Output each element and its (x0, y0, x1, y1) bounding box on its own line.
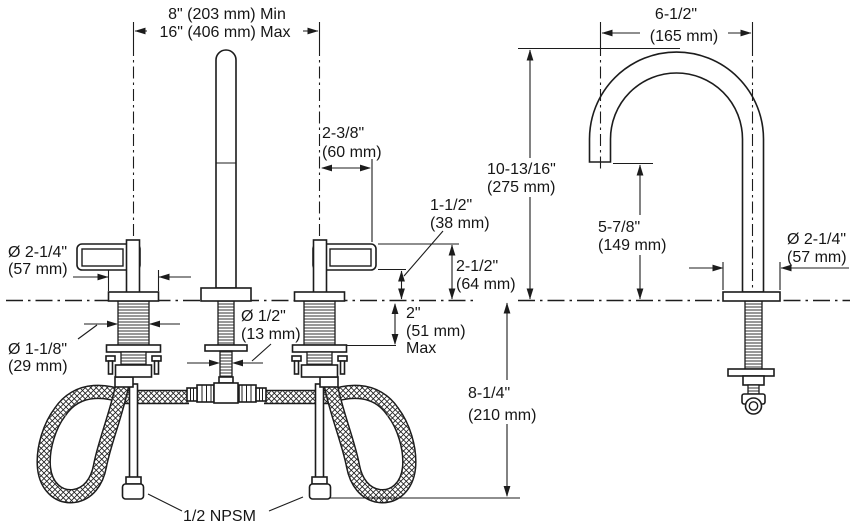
label-supply-connection: 1/2 NPSM (147, 493, 304, 523)
dim-valve-shank-dia-in: Ø 1-1/8" (8, 341, 67, 358)
front-spout (200, 49, 252, 302)
spout-shank-and-tee (204, 300, 248, 404)
side-spout (588, 51, 781, 302)
spout-shank-threads (217, 300, 235, 346)
dim-handle-clearance-in: 1-1/2" (430, 197, 472, 214)
dim-spout-overall-height: 10-13/16" (275 mm) (487, 47, 680, 300)
side-washer (727, 368, 775, 377)
dim-deck-thickness: 2" (51 mm) Max (347, 303, 466, 357)
side-nut (742, 375, 765, 386)
left-valve-under-deck (36, 300, 215, 504)
dim-spout-outlet-height-mm: (149 mm) (598, 237, 666, 254)
mounting-nut (114, 364, 153, 378)
dim-spread: 8" (203 mm) Min 16" (406 mm) Max (132, 6, 321, 44)
dim-spread-max: 16" (406 mm) Max (159, 24, 290, 41)
hose-port (114, 376, 134, 388)
dim-spout-overall-height-mm: (275 mm) (487, 179, 555, 196)
dim-spout-reach: 6-1/2" (165 mm) (599, 6, 754, 45)
dim-deck-thickness-note: Max (406, 340, 436, 357)
dim-spout-base-dia-in: Ø 2-1/4" (787, 231, 846, 248)
dim-handle-height-in: 2-1/2" (456, 258, 498, 275)
handle-base (107, 291, 160, 302)
dim-valve-shank-dia-mm: (29 mm) (8, 358, 68, 375)
washer (105, 344, 162, 353)
dim-spout-overall-height-in: 10-13/16" (487, 161, 556, 178)
dim-spout-base-dia-mm: (57 mm) (787, 249, 847, 266)
valve-shank-threads (117, 300, 150, 346)
dim-spout-reach-mm: (165 mm) (650, 28, 718, 45)
dim-handle-base-dia-in: Ø 2-1/4" (8, 244, 67, 261)
dim-handle-extent-in: 2-3/8" (322, 125, 364, 142)
supply-tube (128, 383, 139, 479)
dim-spread-min: 8" (203 mm) Min (168, 6, 286, 23)
dim-handle-height-mm: (64 mm) (456, 276, 516, 293)
dim-deck-thickness-in: 2" (406, 305, 421, 322)
dim-spout-outlet-height-in: 5-7/8" (598, 219, 640, 236)
handle-post (125, 239, 141, 294)
dim-spout-outlet-height: 5-7/8" (149 mm) (598, 162, 666, 300)
dim-handle-clearance-mm: (38 mm) (430, 215, 490, 232)
dim-handle-extent: 2-3/8" (60 mm) (321, 125, 382, 242)
dim-deck-thickness-mm: (51 mm) (406, 323, 466, 340)
tee-fitting (213, 382, 239, 404)
side-shank-threads (744, 300, 763, 370)
dim-handle-base-diameter: Ø 2-1/4" (57 mm) (8, 244, 191, 291)
dim-handle-base-dia-mm: (57 mm) (8, 261, 68, 278)
left-handle (76, 239, 160, 302)
dim-spout-shank-dia-mm: (13 mm) (241, 326, 301, 343)
supply-connection-label: 1/2 NPSM (183, 508, 256, 523)
dim-valve-shank-diameter: Ø 1-1/8" (29 mm) (8, 320, 180, 375)
dim-spout-shank-dia-in: Ø 1/2" (241, 308, 286, 325)
dim-supply-length-mm: (210 mm) (468, 407, 536, 424)
hose-elbow (744, 397, 763, 415)
dim-spout-base-diameter: Ø 2-1/4" (57 mm) (689, 231, 849, 290)
dim-handle-extent-mm: (60 mm) (322, 144, 382, 161)
spout-base-flange (200, 287, 252, 302)
dim-spout-reach-in: 6-1/2" (655, 6, 697, 23)
right-handle (293, 239, 377, 302)
dim-spout-shank-diameter: Ø 1/2" (13 mm) (187, 308, 301, 367)
dim-handle-height: 2-1/2" (64 mm) (378, 243, 516, 300)
supply-connector (121, 483, 145, 500)
dim-supply-length: 8-1/4" (210 mm) (330, 302, 536, 499)
spout-shank-washer (204, 344, 248, 352)
dim-handle-clearance: 1-1/2" (38 mm) (378, 197, 490, 300)
side-centerlines (599, 44, 754, 290)
side-spout-base-flange (722, 291, 781, 302)
side-view-under-deck (727, 300, 775, 415)
dim-supply-length-in: 8-1/4" (468, 385, 510, 402)
